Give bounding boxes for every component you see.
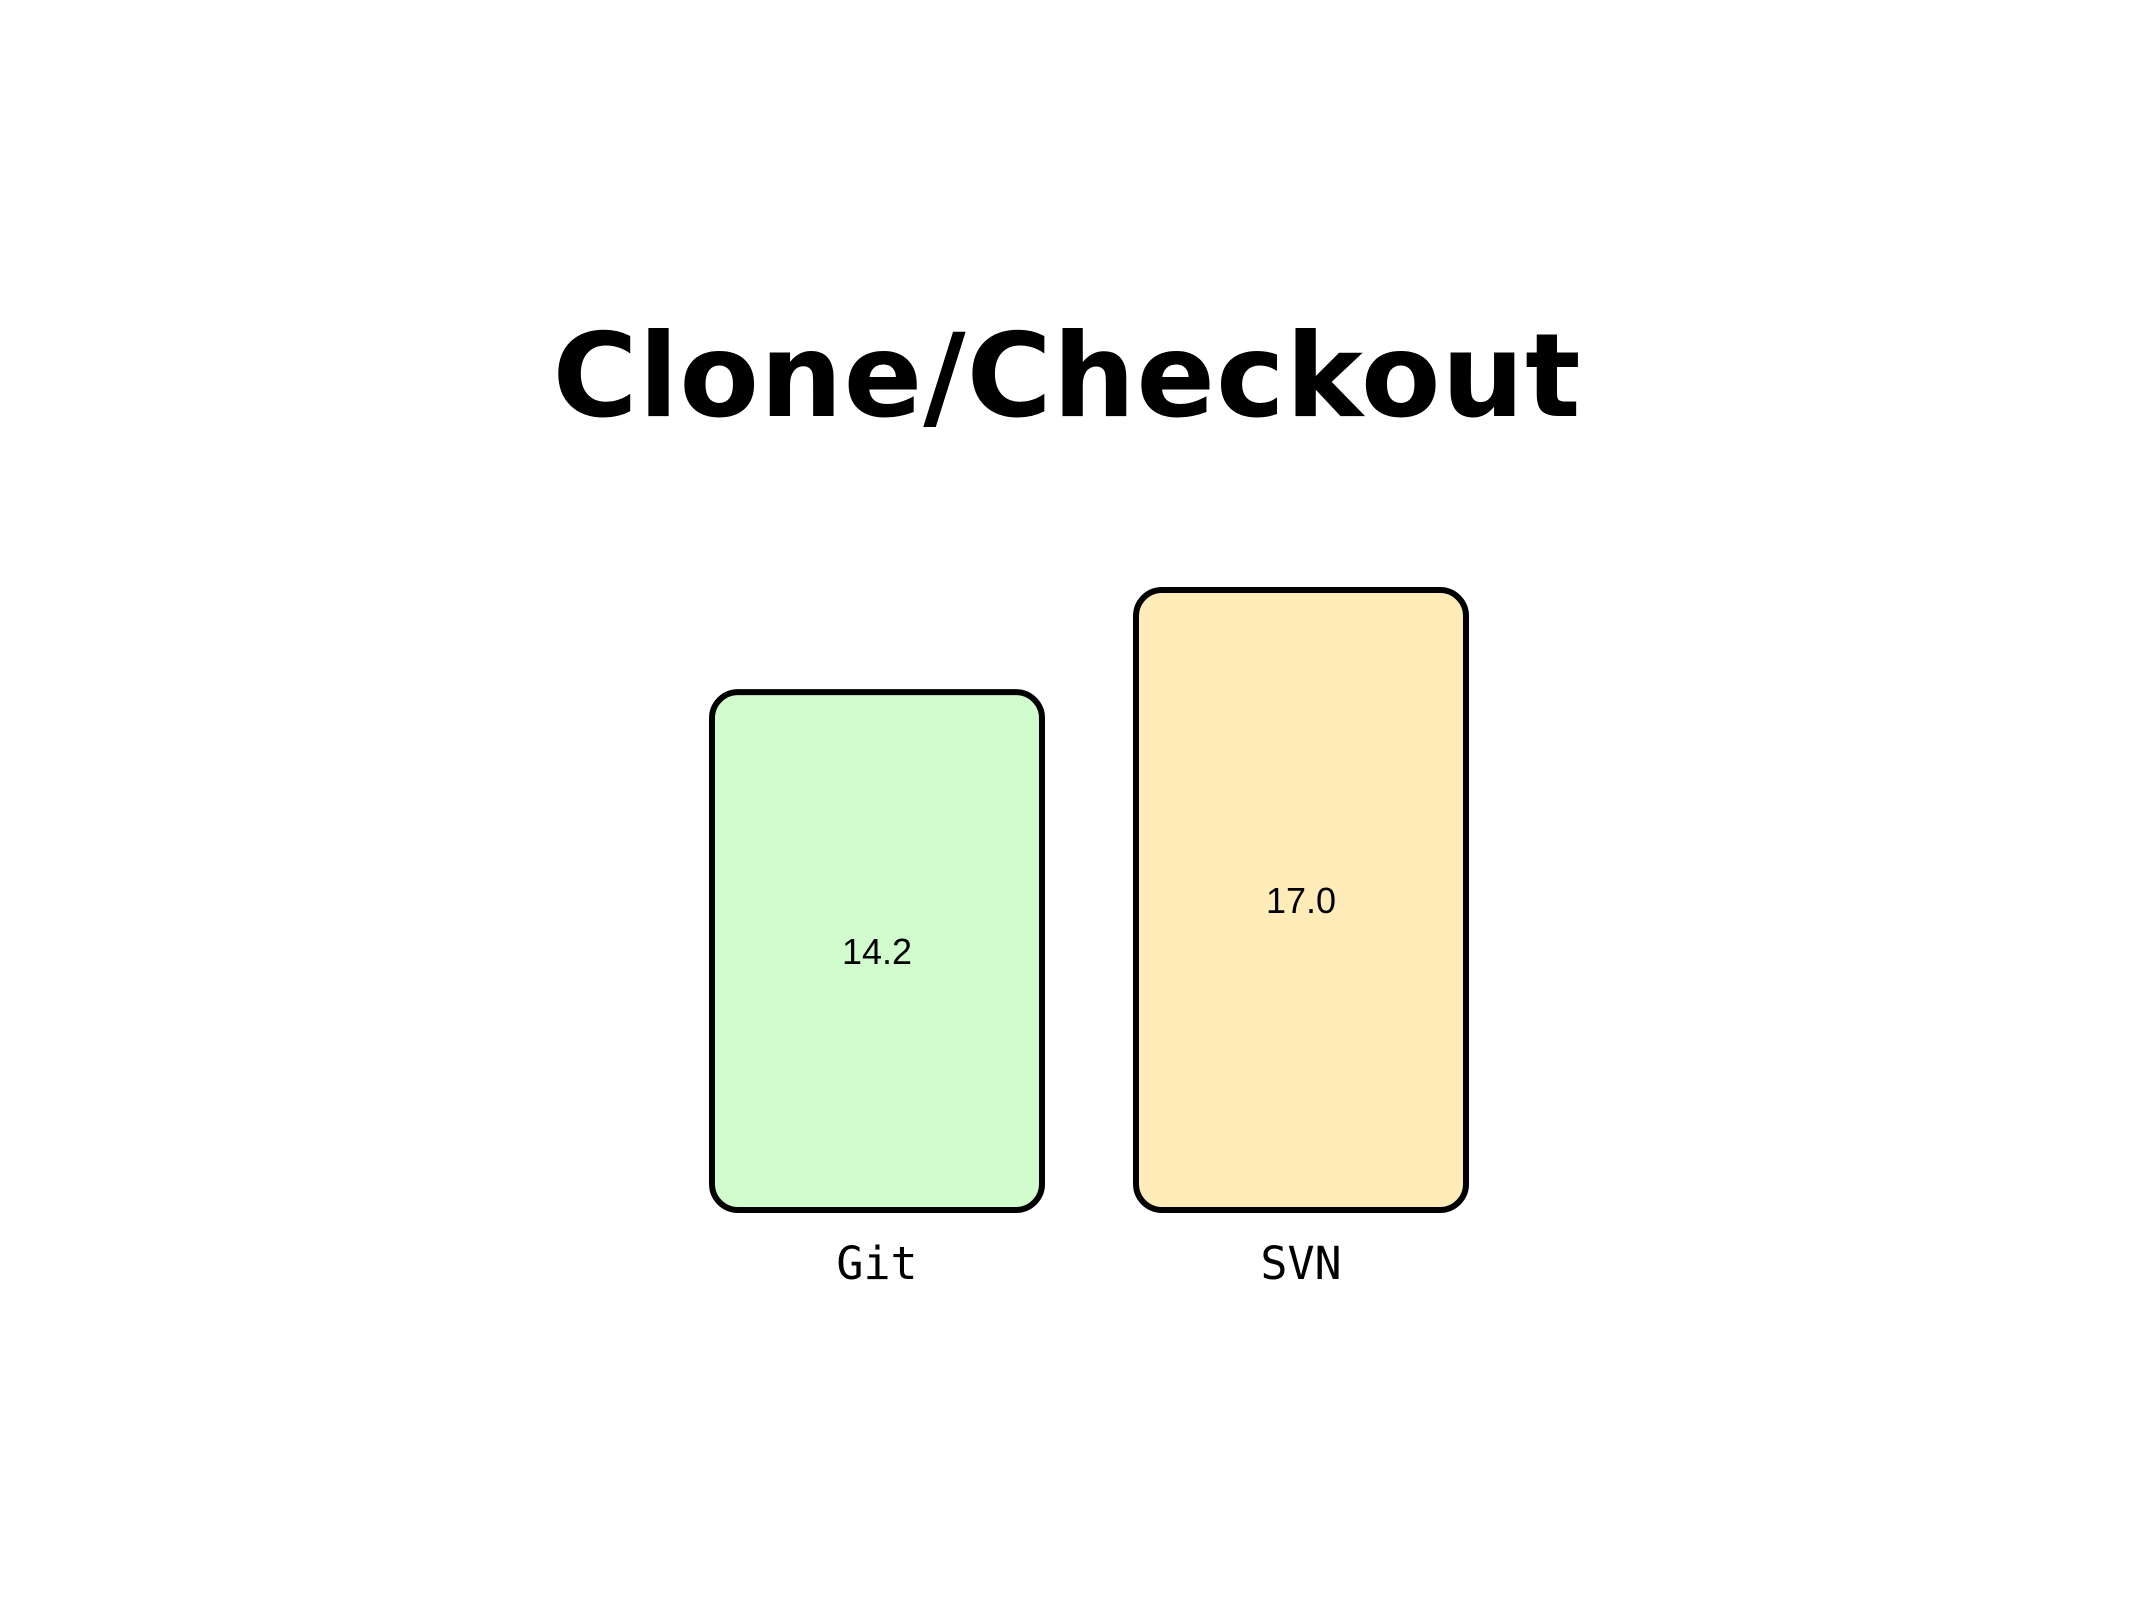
bar-value-label-svn: 17.0 bbox=[1266, 880, 1336, 921]
category-label-git: Git bbox=[836, 1237, 917, 1290]
category-label-svn: SVN bbox=[1260, 1237, 1341, 1290]
bar-git bbox=[709, 689, 1045, 1213]
bar-value-label-git: 14.2 bbox=[842, 931, 912, 972]
chart-title: Clone/Checkout bbox=[552, 309, 1582, 444]
bar-svn bbox=[1133, 587, 1469, 1213]
